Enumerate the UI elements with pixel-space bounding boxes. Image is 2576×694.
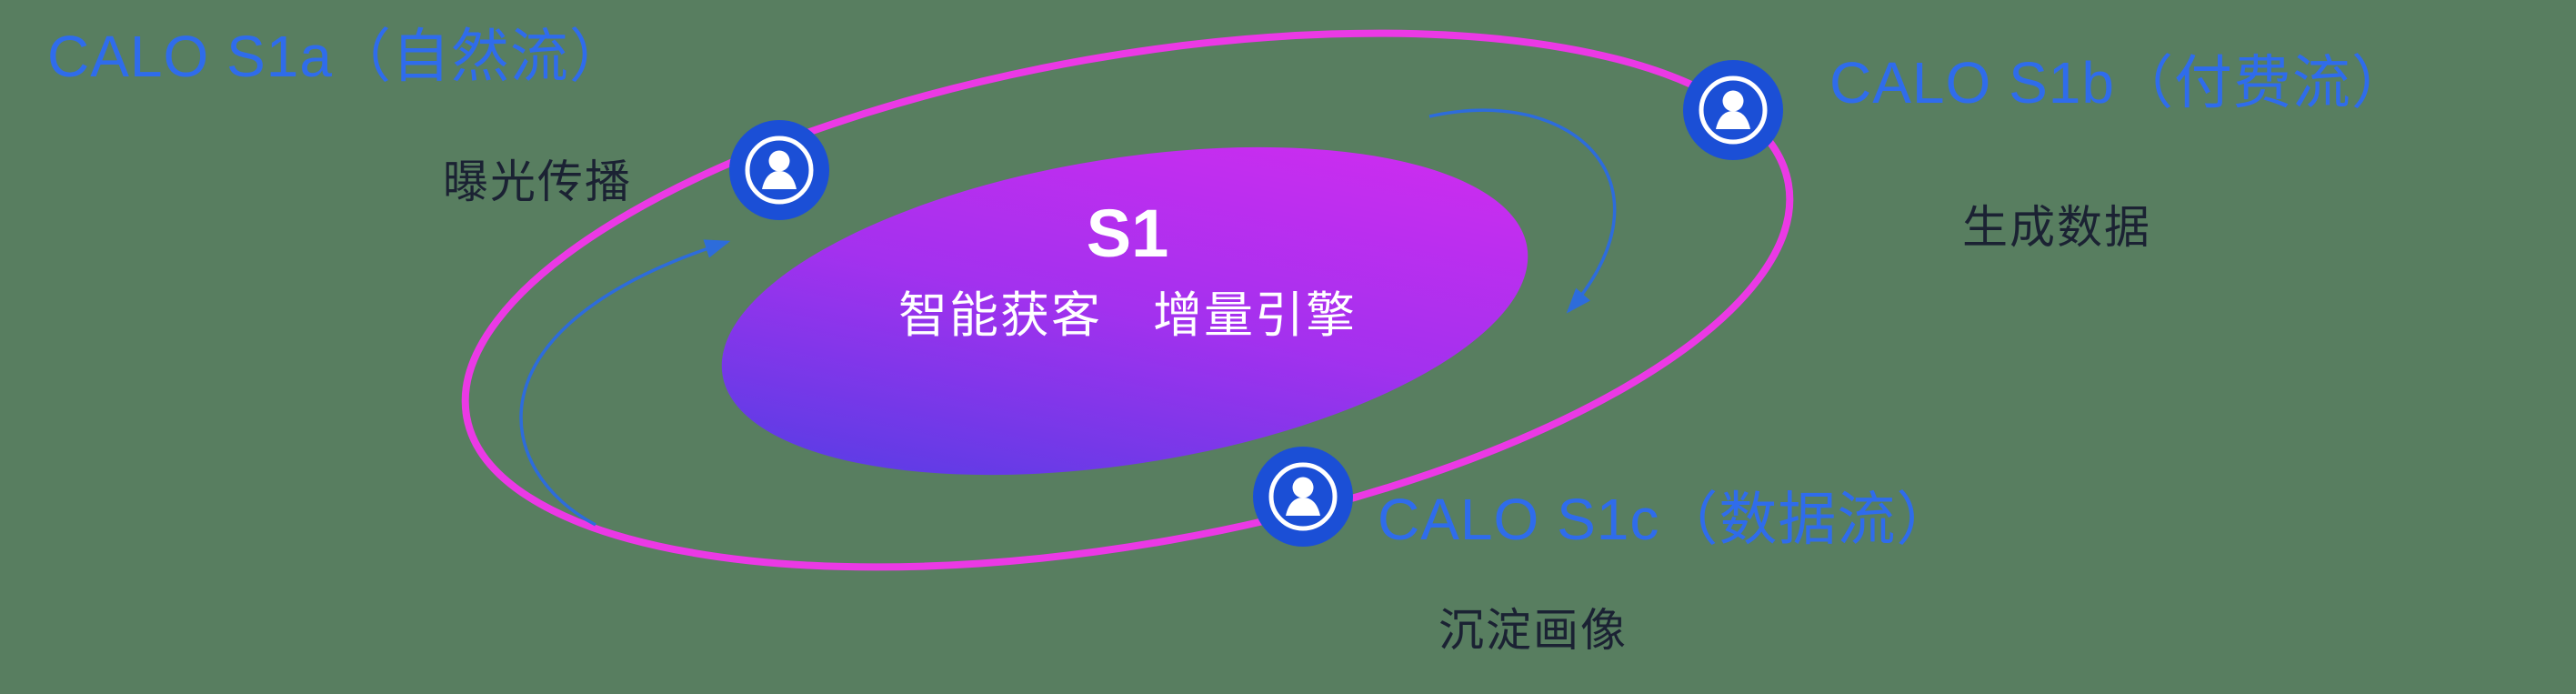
label-s1c-subtitle: 沉淀画像 — [1438, 605, 1628, 656]
label-s1a-title: CALO S1a（自然流） — [47, 24, 628, 89]
orbit-ring — [461, 29, 1794, 571]
label-s1b-subtitle: 生成数据 — [1962, 202, 2151, 253]
core-gradient-ellipse — [721, 146, 1529, 476]
core-subtitle: 智能获客 增量引擎 — [898, 288, 1357, 343]
cycle-arrow-top-right-icon — [1428, 108, 1617, 314]
user-node-icon-s1c — [1253, 447, 1353, 547]
label-s1b-title: CALO S1b（付费流） — [1829, 50, 2411, 116]
user-node-icon-s1a — [729, 120, 829, 220]
core-title: S1 — [1086, 196, 1169, 271]
label-s1c-title: CALO S1c（数据流） — [1378, 487, 1956, 552]
user-node-icon-s1b — [1683, 60, 1783, 160]
cycle-arrow-left-icon — [519, 239, 731, 527]
label-s1a-subtitle: 曝光传播 — [443, 156, 632, 207]
